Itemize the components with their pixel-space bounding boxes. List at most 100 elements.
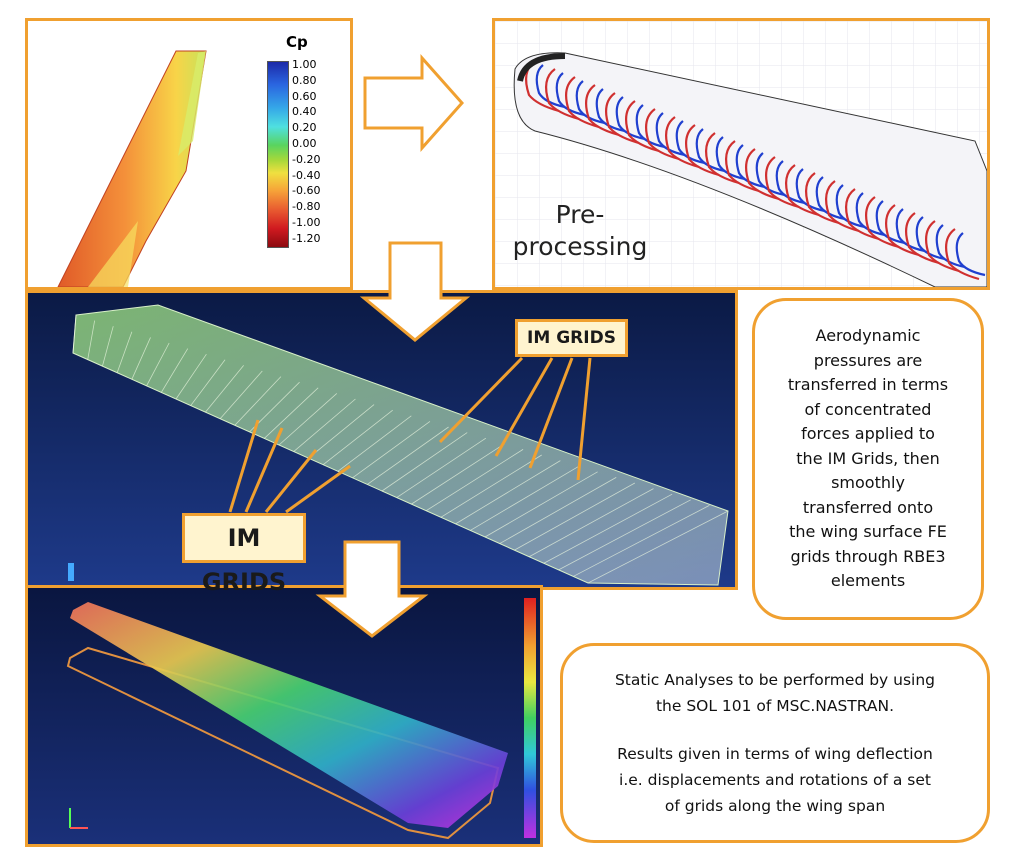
wing-mesh-image: [68, 304, 729, 586]
mesh-line: [352, 421, 431, 479]
rib-lower: [844, 188, 880, 241]
mesh-line: [116, 331, 133, 373]
rib-lower: [924, 220, 960, 273]
rib-lower: [824, 180, 860, 233]
colorbar-tick: 0.60: [292, 89, 317, 103]
rib-upper: [815, 176, 846, 221]
mesh-line: [190, 359, 226, 406]
aero-pressure-note: Aerodynamic pressures are transferred in…: [752, 298, 984, 620]
rib-upper: [835, 184, 866, 229]
note-line: elements: [830, 571, 906, 591]
rib-lower: [764, 156, 800, 209]
mesh-line: [175, 353, 207, 400]
pointer-lines-bottom: [228, 419, 351, 514]
colorbar-tick: -0.20: [292, 152, 321, 166]
static-analysis-note: Static Analyses to be performed by using…: [560, 643, 990, 843]
colorbar-tick: -1.20: [292, 231, 321, 245]
wing-cp-contour-image: [57, 50, 207, 287]
rib-upper: [655, 112, 686, 157]
rib-lower: [584, 84, 620, 137]
rib-lower: [784, 164, 820, 217]
rib-lower: [544, 68, 580, 121]
colorbar-tick: -0.40: [292, 168, 321, 182]
mesh-line: [381, 432, 468, 492]
mesh-line: [425, 449, 524, 512]
cp-contour-panel: Cp 1.00 0.80 0.60 0.40 0.20 0.00 -0.20 -…: [25, 18, 353, 290]
rib-upper: [615, 96, 646, 141]
wing-deflection-image: [66, 598, 536, 840]
rib-lower: [904, 212, 940, 265]
rib-upper: [535, 64, 566, 109]
rib-upper: [595, 88, 626, 133]
mesh-line: [440, 454, 542, 518]
note-line: the wing surface FE: [789, 522, 947, 542]
mesh-line: [87, 320, 96, 360]
rib-lower: [664, 116, 700, 169]
rib-lower: [704, 132, 740, 185]
colorbar-tick: 1.00: [292, 58, 317, 71]
mesh-line: [219, 370, 263, 419]
note-line: Results given in terms of wing deflectio…: [617, 745, 933, 763]
rib-upper: [635, 104, 666, 149]
rib-lower: [624, 100, 660, 153]
note-line: Static Analyses to be performed by using: [614, 671, 936, 689]
colorbar-tick: -1.00: [292, 215, 321, 229]
rib-lower: [864, 196, 900, 249]
mesh-line: [102, 326, 114, 367]
preprocessing-panel: Pre- processing: [492, 18, 990, 290]
mesh-line: [367, 426, 449, 485]
mesh-line: [72, 314, 77, 354]
note-line: transferred in terms: [787, 375, 949, 395]
mesh-line: [234, 376, 282, 426]
preprocessing-line1: Pre-: [555, 200, 605, 229]
rib-upper: [575, 80, 606, 125]
rib-lower: [564, 76, 600, 129]
rib-lower: [884, 204, 920, 257]
note-line: of grids along the wing span: [664, 797, 886, 815]
rib-upper: [875, 200, 906, 245]
colorbar-tick: -0.60: [292, 184, 321, 198]
mesh-line: [528, 488, 654, 558]
rib-lower: [944, 228, 980, 281]
note-line: the SOL 101 of MSC.NASTRAN.: [655, 697, 895, 715]
mesh-line: [308, 404, 375, 459]
note-line: the IM Grids, then: [796, 448, 940, 468]
mesh-line: [264, 387, 319, 439]
colorbar-tick: 0.00: [292, 136, 317, 150]
mesh-line: [573, 505, 710, 577]
mesh-line: [322, 409, 393, 466]
pointer-lines-top: [438, 356, 592, 481]
mesh-line: [543, 493, 673, 564]
note-line: forces applied to: [801, 424, 935, 444]
colorbar-tick: 0.40: [292, 105, 317, 119]
note-line: smoothly: [831, 473, 905, 493]
mesh-line: [337, 415, 412, 472]
rib-upper: [955, 232, 986, 277]
rib-lower: [804, 172, 840, 225]
down-arrow-icon: [315, 540, 429, 638]
rib-lower: [644, 108, 680, 161]
mesh-line: [470, 465, 580, 531]
mesh-line: [514, 482, 636, 551]
note-line: pressures are: [813, 350, 923, 370]
colorbar-ticks: 1.00 0.80 0.60 0.40 0.20 0.00 -0.20 -0.4…: [292, 57, 350, 247]
mesh-line: [160, 348, 189, 393]
rib-lower: [684, 124, 720, 177]
colorbar: [267, 61, 289, 248]
rib-lower: [744, 148, 780, 201]
right-arrow-icon: [363, 54, 465, 152]
mesh-line: [455, 460, 561, 525]
mesh-line: [278, 393, 338, 446]
mesh-line: [293, 398, 356, 452]
colorbar-tick: 0.20: [292, 121, 317, 135]
rib-upper: [775, 160, 806, 205]
im-grids-label-bottom: IM GRIDS: [182, 513, 306, 596]
preprocessing-label: Pre- processing: [505, 199, 655, 263]
preprocessing-line2: processing: [512, 232, 648, 261]
rib-lower: [604, 92, 640, 145]
mesh-line: [205, 365, 244, 413]
note-line: transferred onto: [802, 497, 934, 517]
mesh-line: [558, 499, 691, 571]
rib-upper: [675, 120, 706, 165]
